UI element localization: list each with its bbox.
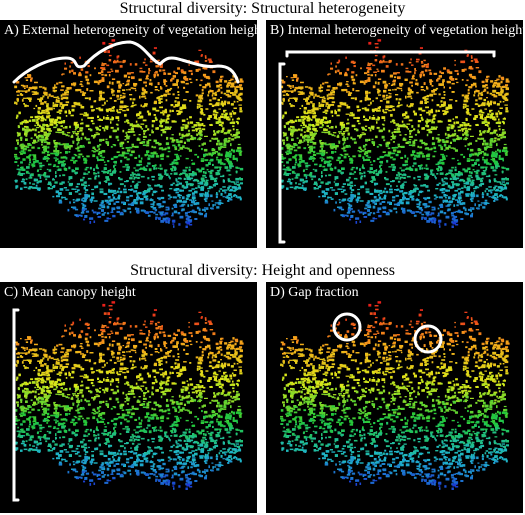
panel-d-label: D) Gap fraction xyxy=(270,285,359,300)
panel-c: C) Mean canopy height xyxy=(0,282,257,513)
panel-d: D) Gap fraction xyxy=(266,282,523,513)
point-cloud-a xyxy=(14,39,244,228)
canopy-outline-curve xyxy=(12,40,240,84)
point-cloud-c xyxy=(14,301,244,490)
canopy-height-bracket xyxy=(12,308,20,502)
gap-circles xyxy=(332,312,443,354)
point-cloud-b xyxy=(280,39,510,228)
panel-a-label: A) External heterogeneity of vegetation … xyxy=(4,23,257,38)
gap-circle-left xyxy=(332,312,362,342)
internal-height-brackets xyxy=(278,50,496,244)
panel-b: B) Internal heterogeneity of vegetation … xyxy=(266,20,523,248)
section-title-height-openness: Structural diversity: Height and opennes… xyxy=(130,262,395,279)
panel-c-label: C) Mean canopy height xyxy=(4,285,136,300)
section-title-structural-heterogeneity: Structural diversity: Structural heterog… xyxy=(119,0,406,17)
gap-circle-right xyxy=(413,324,443,354)
panel-a: A) External heterogeneity of vegetation … xyxy=(0,20,257,248)
panel-b-label: B) Internal heterogeneity of vegetation … xyxy=(270,23,523,38)
